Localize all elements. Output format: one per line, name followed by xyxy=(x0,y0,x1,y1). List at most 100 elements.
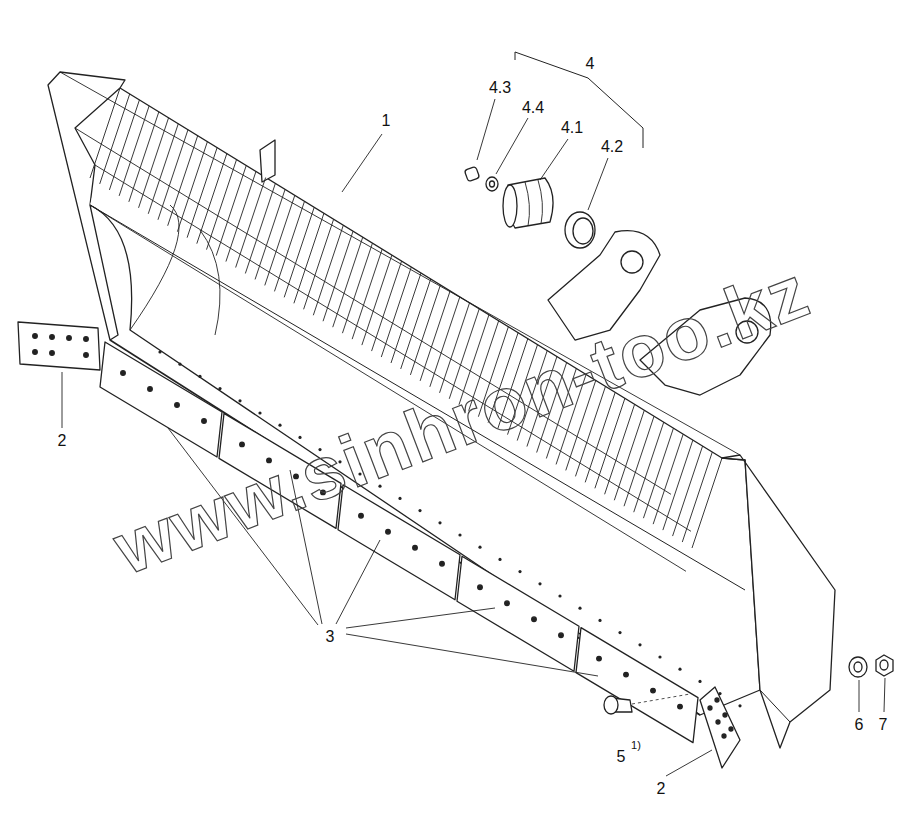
bolt-hole xyxy=(413,546,418,551)
bolt-hole xyxy=(532,617,537,622)
rib xyxy=(207,160,237,250)
cutting-edge-plate xyxy=(576,628,698,743)
rib xyxy=(294,213,324,303)
rib xyxy=(216,166,246,256)
rib xyxy=(304,219,334,309)
rib xyxy=(168,136,198,226)
leader-lines xyxy=(62,99,885,776)
rib xyxy=(653,434,683,524)
rib xyxy=(236,178,266,268)
callout-number: 4.4 xyxy=(522,100,544,116)
rib xyxy=(197,154,227,244)
rib xyxy=(352,249,382,339)
hole xyxy=(738,704,741,707)
bolt-hole xyxy=(478,585,483,590)
rib xyxy=(119,106,149,196)
bolt-hole xyxy=(624,672,629,677)
rib xyxy=(109,100,139,190)
bolt-hole xyxy=(440,562,445,567)
rib xyxy=(381,267,411,357)
rib xyxy=(401,279,431,369)
hole xyxy=(258,411,261,414)
hole xyxy=(518,570,521,573)
bolt-hole xyxy=(175,403,180,408)
callout-number: 6 xyxy=(855,717,864,733)
rib xyxy=(177,142,207,232)
callout-number: 3 xyxy=(326,629,335,645)
bolt-hole xyxy=(121,371,126,376)
bolt-hole xyxy=(651,688,656,693)
hole xyxy=(238,399,241,402)
callout-number: 4.1 xyxy=(561,120,583,136)
rib xyxy=(139,118,169,208)
rib xyxy=(255,189,285,279)
rib xyxy=(284,207,314,297)
rib xyxy=(430,297,460,387)
callout-number: 4 xyxy=(586,56,595,72)
rib xyxy=(362,255,392,345)
rib xyxy=(313,225,343,315)
rib xyxy=(391,273,421,363)
bolt-hole xyxy=(678,704,683,709)
rib xyxy=(274,201,304,291)
rib xyxy=(624,416,654,506)
callout-number: 2 xyxy=(657,781,666,797)
bolt-hole xyxy=(559,633,564,638)
callout-number: 2 xyxy=(58,433,67,449)
hole xyxy=(478,546,481,549)
rib xyxy=(333,237,363,327)
rib xyxy=(90,88,120,178)
bolt-hole xyxy=(202,419,207,424)
rib xyxy=(614,410,644,500)
rib xyxy=(148,124,178,214)
hole xyxy=(178,363,181,366)
cutting-edge-plate xyxy=(338,485,460,600)
hole xyxy=(578,607,581,610)
bolt-hole xyxy=(359,514,364,519)
rib xyxy=(342,243,372,333)
rib xyxy=(245,183,275,273)
hole xyxy=(438,521,441,524)
rib xyxy=(226,172,256,262)
rib xyxy=(323,231,353,321)
callout-number: 7 xyxy=(879,717,888,733)
callout-number: 1 xyxy=(382,113,391,129)
hole xyxy=(618,631,621,634)
hole xyxy=(698,680,701,683)
bolt-hole xyxy=(597,656,602,661)
bolt-hole xyxy=(386,530,391,535)
pin-assembly xyxy=(464,52,643,248)
cutting-edge-plate xyxy=(100,342,222,457)
rib xyxy=(634,422,664,512)
callout-number: 4.3 xyxy=(489,80,511,96)
bolt-hole xyxy=(240,442,245,447)
rib xyxy=(100,94,130,184)
hardware xyxy=(604,655,893,714)
rib xyxy=(265,195,295,285)
bolt-hole xyxy=(148,387,153,392)
hole xyxy=(458,533,461,536)
hole xyxy=(538,582,541,585)
rib xyxy=(643,428,673,518)
hole xyxy=(558,594,561,597)
rib xyxy=(663,440,693,530)
hole xyxy=(398,497,401,500)
bolt-hole xyxy=(505,601,510,606)
rib xyxy=(420,291,450,381)
rib xyxy=(158,130,188,220)
hole xyxy=(658,655,661,658)
hole xyxy=(298,436,301,439)
hole xyxy=(498,558,501,561)
hole xyxy=(278,424,281,427)
rib xyxy=(372,261,402,351)
rib xyxy=(595,398,625,488)
hole xyxy=(198,375,201,378)
rib xyxy=(692,458,722,548)
cutting-edge-plate xyxy=(457,556,579,671)
rib xyxy=(187,148,217,238)
callout-number: 1) xyxy=(631,740,641,751)
rib xyxy=(129,112,159,202)
callout-number: 4.2 xyxy=(601,139,623,155)
hole xyxy=(638,643,641,646)
rib xyxy=(673,446,703,536)
